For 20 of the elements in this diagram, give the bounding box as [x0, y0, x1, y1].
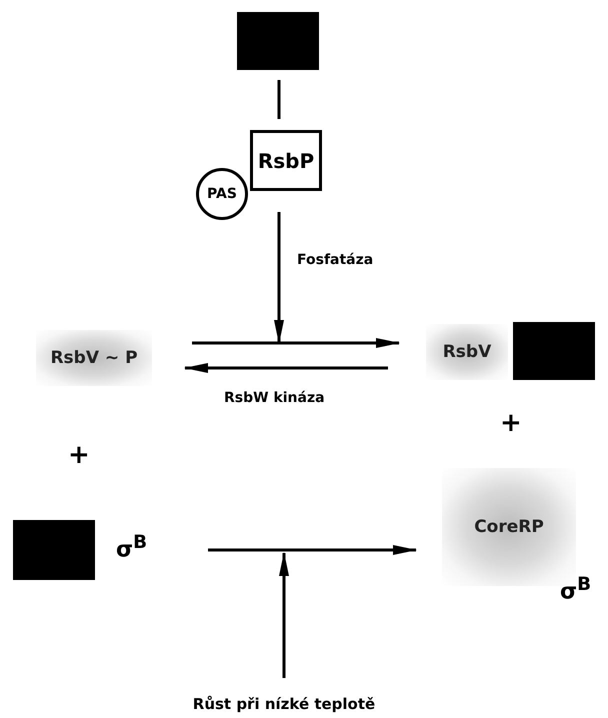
enzyme-box: RsbP	[250, 130, 322, 191]
protein-box	[237, 12, 319, 70]
arrow	[208, 545, 417, 555]
domain-circle: PAS	[196, 168, 248, 220]
plus-sign: +	[500, 408, 522, 438]
arrow	[274, 212, 284, 344]
arrow	[279, 552, 289, 678]
arrow	[192, 338, 400, 348]
protein-box	[513, 322, 595, 380]
arrow	[184, 363, 388, 373]
protein-blob: RsbV	[426, 324, 508, 380]
sigma-label: σ$^{B}$	[116, 532, 148, 562]
protein-blob: CoreRP	[442, 468, 576, 586]
condition-label: Růst při nízké teplotě	[164, 692, 404, 716]
edge-label: RsbW kináza	[224, 390, 325, 406]
connector-line	[278, 80, 280, 119]
plus-sign: +	[68, 440, 90, 470]
protein-box	[13, 520, 95, 580]
protein-blob: RsbV ~ P	[36, 330, 152, 386]
edge-label: Fosfatáza	[297, 252, 374, 268]
